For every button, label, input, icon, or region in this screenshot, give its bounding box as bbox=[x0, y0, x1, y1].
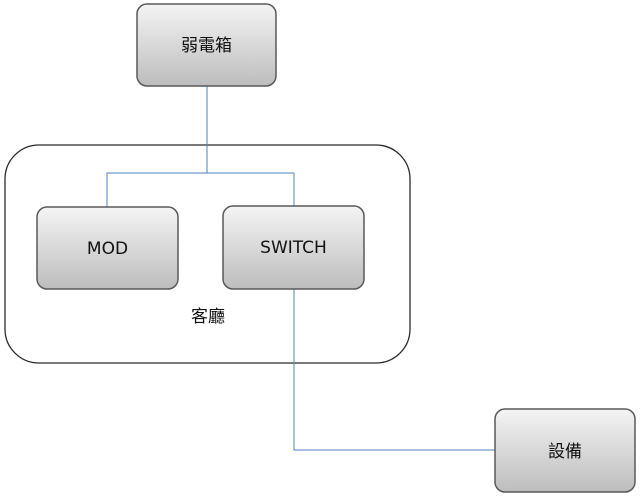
connector-branch-to-switch bbox=[207, 172, 295, 206]
connectors bbox=[106, 86, 495, 451]
mod-shape bbox=[36, 206, 179, 290]
device-node: 設備 bbox=[494, 408, 636, 493]
connector-branch-to-mod bbox=[106, 172, 207, 207]
switch-node: SWITCH bbox=[222, 205, 365, 290]
mod-node: MOD bbox=[36, 206, 179, 290]
device-shape bbox=[494, 408, 636, 493]
connector-switch-to-device bbox=[293, 289, 495, 451]
living-room-label: 客廳 bbox=[191, 307, 225, 327]
device-label: 設備 bbox=[548, 442, 582, 462]
weak-box-label: 弱電箱 bbox=[181, 36, 232, 56]
switch-shape bbox=[222, 205, 365, 290]
weak-box-shape bbox=[136, 3, 277, 87]
weak-box-node: 弱電箱 bbox=[136, 3, 277, 87]
mod-label: MOD bbox=[87, 239, 128, 259]
switch-label: SWITCH bbox=[260, 238, 327, 258]
